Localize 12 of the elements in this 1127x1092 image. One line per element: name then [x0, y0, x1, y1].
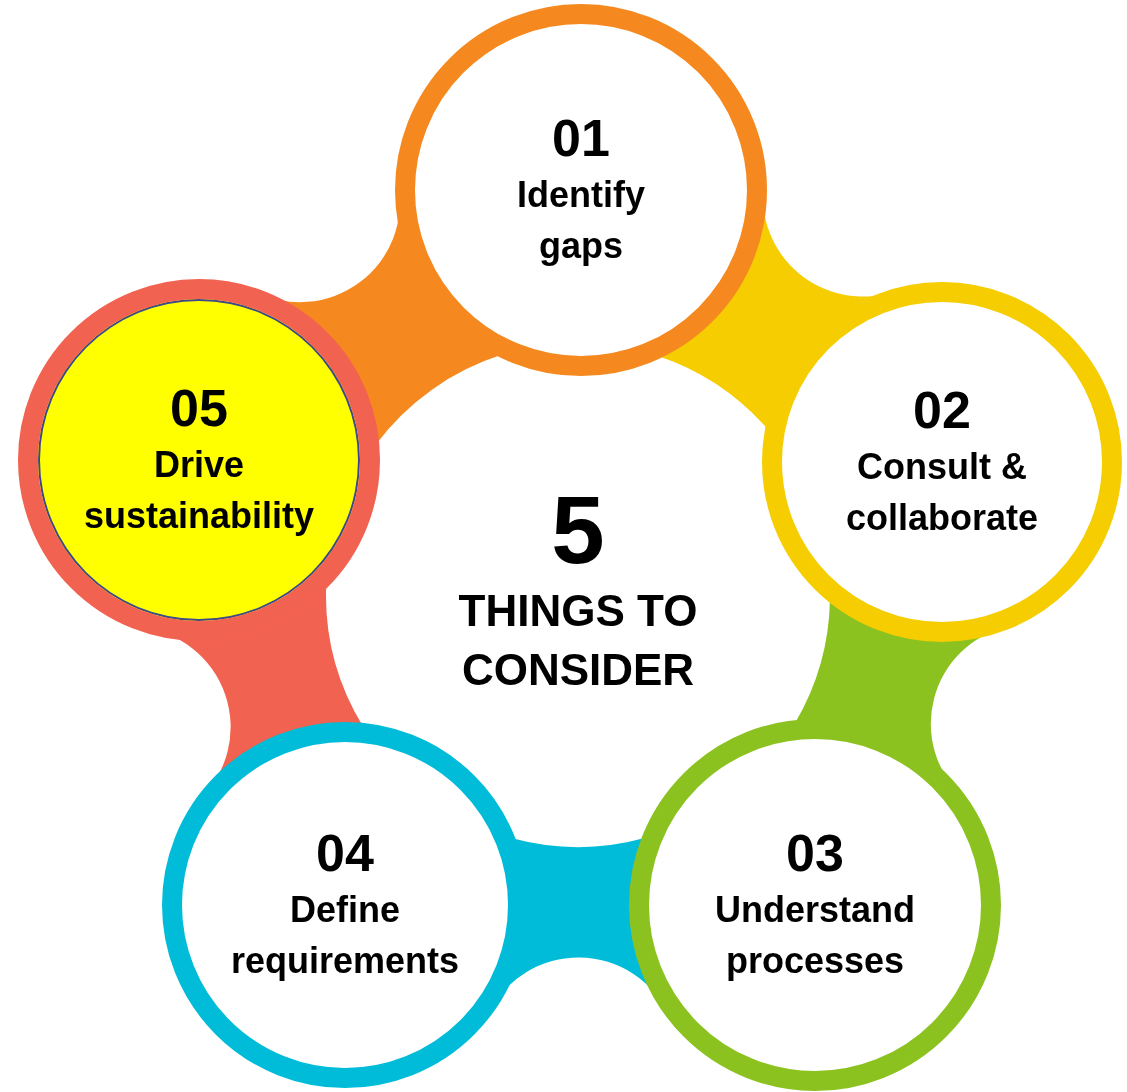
step-number: 05 — [170, 379, 228, 439]
step-label: Identify gaps — [516, 172, 646, 268]
step-number: 03 — [786, 824, 844, 884]
step-number: 04 — [316, 824, 374, 884]
step-label: Understand processes — [714, 887, 916, 983]
step-number: 01 — [552, 109, 610, 169]
step-label: Define requirements — [229, 887, 461, 983]
hub-title: THINGS TO CONSIDER — [457, 585, 699, 697]
step-number: 02 — [913, 381, 971, 441]
hub-number: 5 — [551, 480, 605, 581]
step-label: Consult & collaborate — [844, 444, 1040, 540]
step-label: Drive sustainability — [82, 442, 316, 538]
